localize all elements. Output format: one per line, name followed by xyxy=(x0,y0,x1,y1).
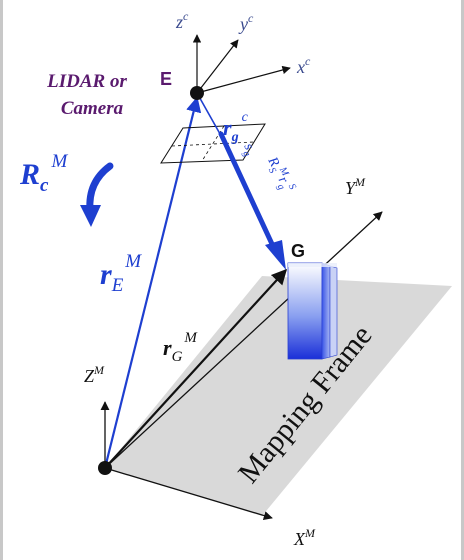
axis-xc-line xyxy=(196,65,291,94)
axis-ym-line xyxy=(104,211,383,469)
axis-zc-label: zc xyxy=(175,9,189,32)
vector-re-label: rEM xyxy=(100,251,142,296)
axis-yc-label: yc xyxy=(238,11,254,34)
mapping-plane xyxy=(105,276,452,516)
point-e-dot xyxy=(190,86,204,100)
axis-xc-label: xc xyxy=(296,54,311,77)
vector-rg-mapping-label: rGM xyxy=(163,330,198,365)
axis-yc-line xyxy=(196,39,239,94)
point-g-label: G xyxy=(291,241,305,261)
origin-dot xyxy=(98,461,112,475)
axis-xm-label: XM xyxy=(293,526,316,549)
building-block xyxy=(287,262,338,360)
axis-ym-label: YM xyxy=(345,175,366,198)
projection-arrow xyxy=(218,131,286,270)
vector-re-mapping xyxy=(103,96,202,469)
axis-xm-line xyxy=(104,467,273,521)
sensor-title-line1: LIDAR or xyxy=(46,71,127,92)
axis-zm-label: ZM xyxy=(84,363,105,386)
rotation-chain-label: RSMrgS xyxy=(261,153,298,197)
rotation-arrow xyxy=(80,162,114,227)
rotation-label: RcM xyxy=(19,151,68,196)
sensor-title-line2: Camera xyxy=(61,98,124,119)
vector-rg-camera-label: rgc xyxy=(223,110,249,145)
vector-rg-mapping xyxy=(104,268,288,469)
point-e-label: E xyxy=(160,69,172,89)
scale-label: sg xyxy=(238,141,259,159)
